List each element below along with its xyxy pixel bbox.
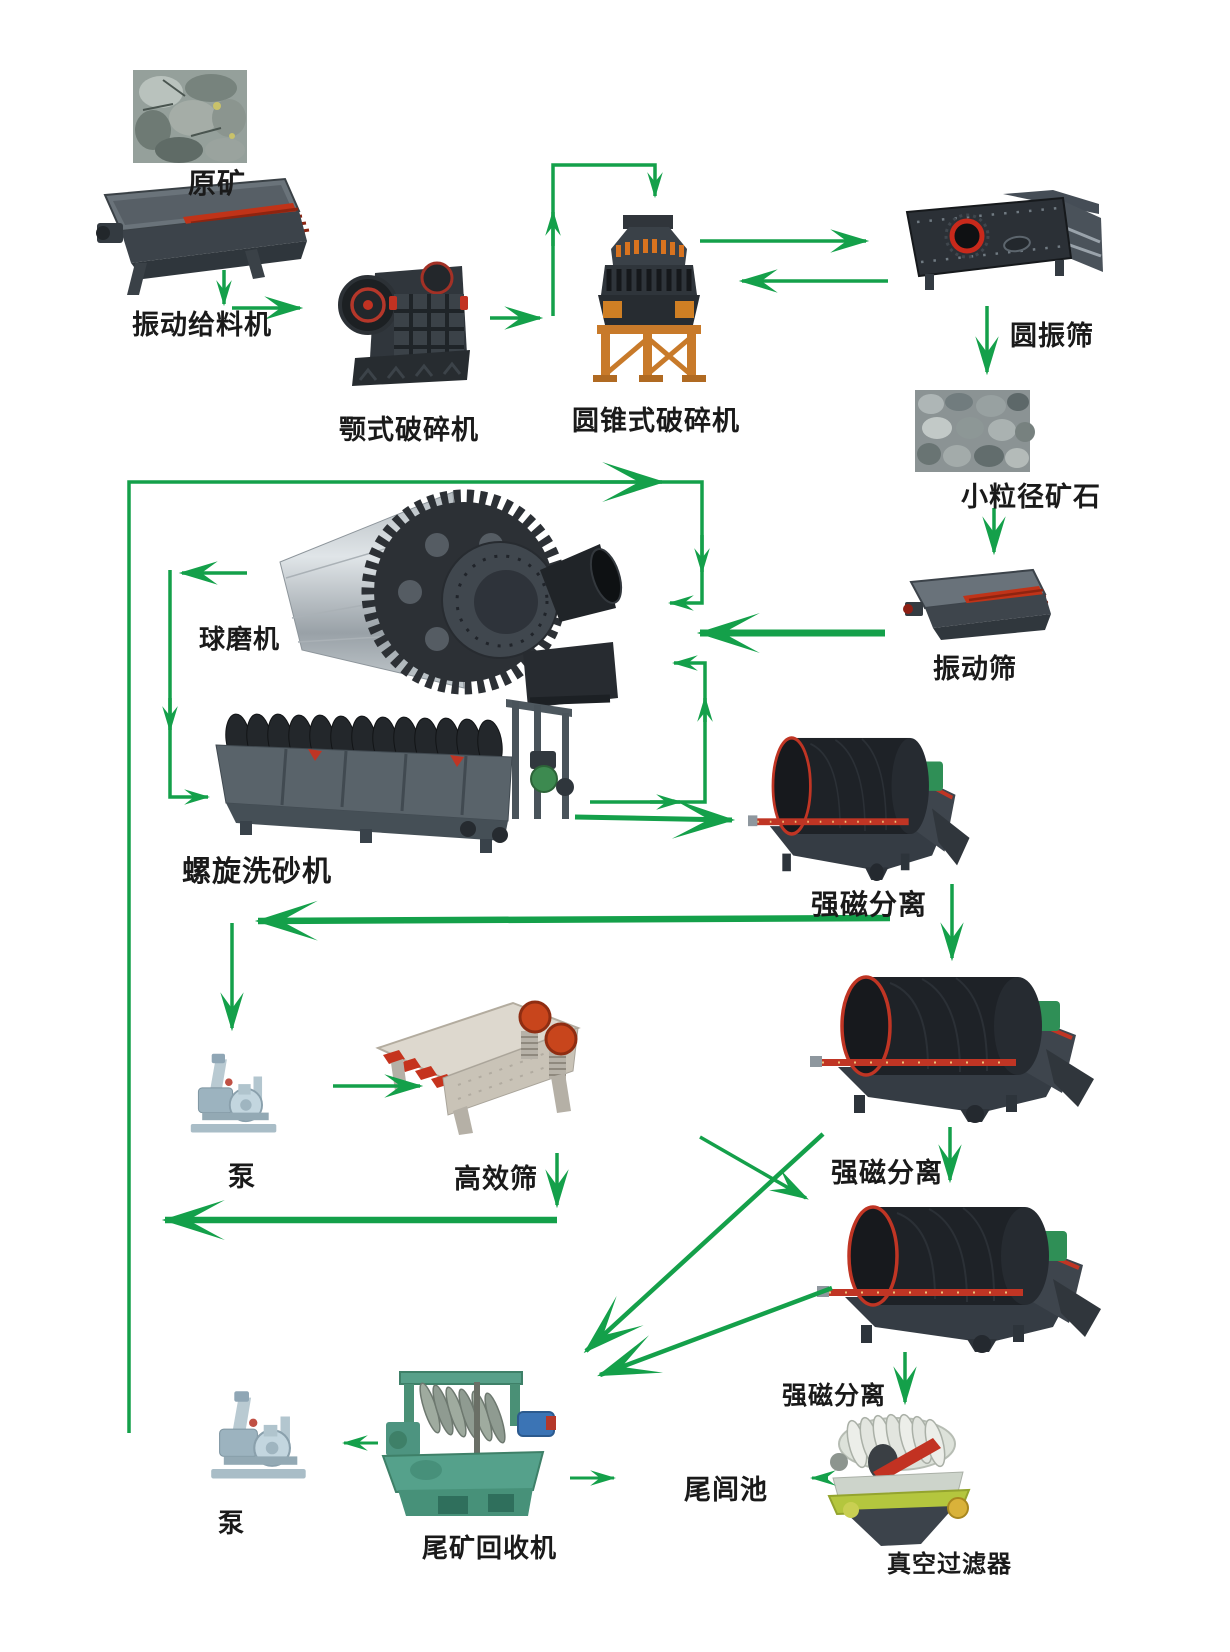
flow-arrows: [127, 163, 1006, 1486]
label-ball-mill: 球磨机: [199, 624, 281, 654]
pump-2-image: [210, 1390, 307, 1480]
spiral-sand-washer-image: [215, 699, 574, 853]
ball-mill-image: [279, 489, 623, 708]
label-vibrating-feeder: 振动给料机: [132, 310, 272, 340]
label-circular-vibrating-screen: 圆振筛: [1010, 321, 1094, 351]
magnetic-separator-2-image: [808, 975, 1096, 1125]
small-particle-ore-image: [915, 390, 1035, 472]
cone-crusher-image: [593, 215, 706, 382]
label-spiral-sand-washer: 螺旋洗砂机: [182, 856, 333, 888]
jaw-crusher-image: [338, 261, 470, 386]
line-washer-return-to-mill: [590, 655, 707, 804]
line-mill-to-washer: [168, 570, 211, 805]
label-magnetic-separation-1: 强磁分离: [811, 889, 928, 920]
raw-ore-image: [133, 70, 247, 163]
label-raw-ore: 原矿: [188, 168, 247, 199]
label-tailings-pond: 尾闾池: [684, 1475, 768, 1505]
vibrating-screen-image: [903, 568, 1051, 640]
magnetic-separator-1-image: [746, 736, 972, 883]
magnetic-separator-3-image: [815, 1205, 1103, 1355]
line-trunk-and-top: [127, 480, 704, 1433]
label-jaw-crusher: 颚式破碎机: [339, 415, 479, 445]
pump-1-image: [189, 1052, 278, 1134]
vibrating-feeder-image: [96, 177, 310, 295]
label-magnetic-separation-2: 强磁分离: [831, 1158, 943, 1188]
label-magnetic-separation-3: 强磁分离: [782, 1382, 887, 1410]
label-pump-2: 泵: [218, 1508, 246, 1538]
label-tailings-recovery-machine: 尾矿回收机: [422, 1533, 558, 1563]
label-high-efficiency-screen: 高效筛: [454, 1164, 538, 1194]
high-efficiency-screen-image: [375, 1000, 581, 1135]
tailings-recovery-machine-image: [381, 1371, 556, 1516]
arrow-hescreen-to-sep3: [699, 1135, 809, 1200]
label-vibrating-screen: 振动筛: [933, 654, 1017, 684]
label-cone-crusher: 圆锥式破碎机: [572, 406, 740, 436]
arrow-sep3-to-recovery: [597, 1285, 833, 1378]
arrow-sep1-to-pump1: [254, 900, 891, 941]
vacuum-filter-image: [827, 1413, 971, 1546]
arrow-washer-to-sep1: [574, 798, 736, 839]
label-vacuum-filter: 真空过滤器: [887, 1551, 1012, 1578]
arrow-sep2-to-recovery: [583, 1132, 825, 1354]
label-small-particle-ore: 小粒径矿石: [961, 482, 1101, 512]
circular-vibrating-screen-image: [905, 190, 1103, 290]
label-pump-1: 泵: [228, 1162, 256, 1192]
